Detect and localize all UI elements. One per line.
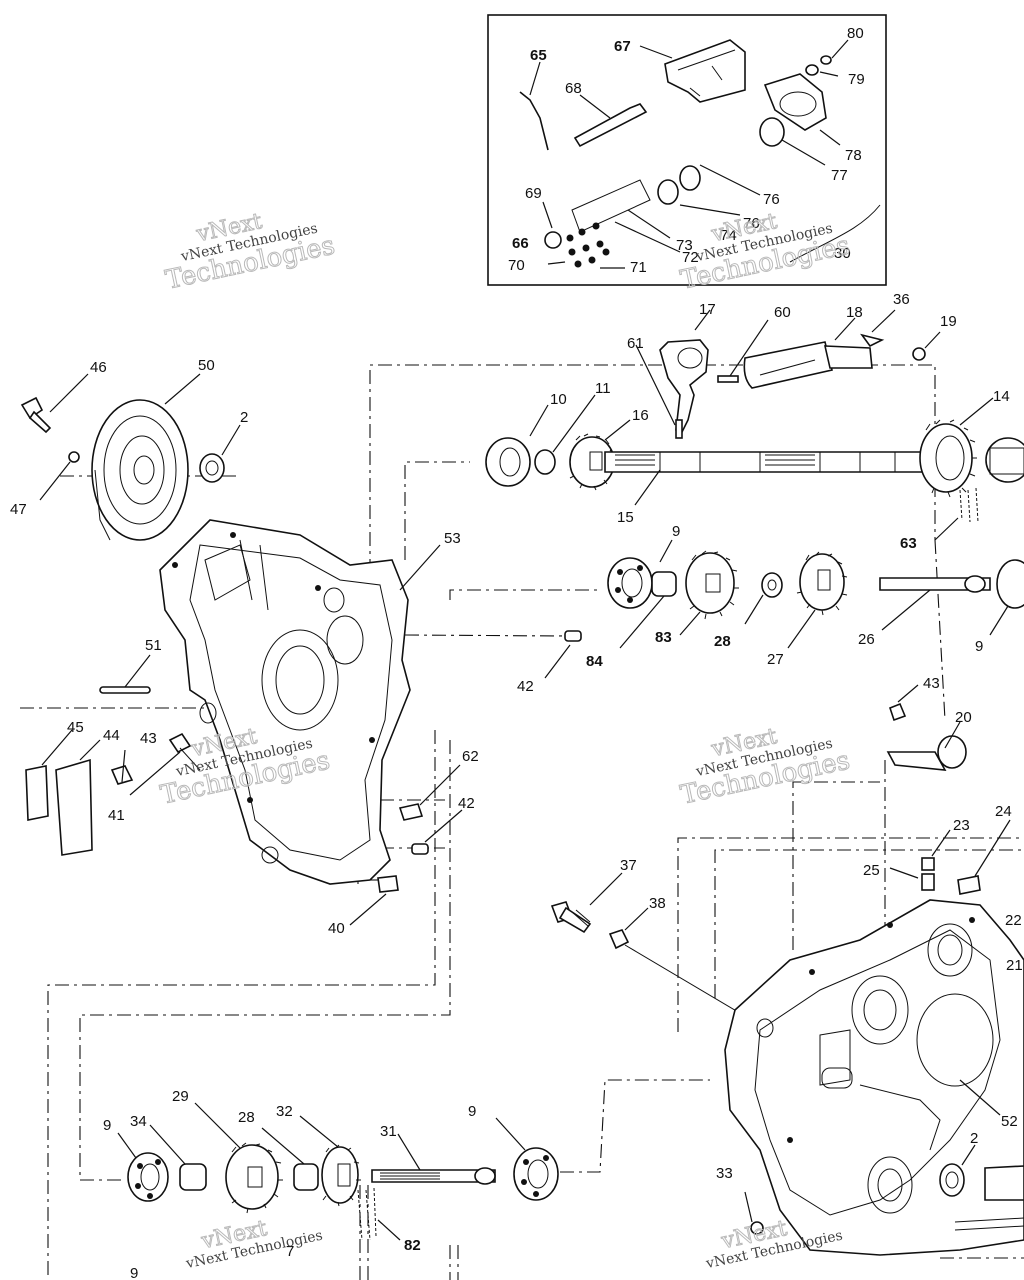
label-62: 62 (462, 748, 479, 765)
label-17: 17 (699, 301, 716, 318)
label-51: 51 (145, 637, 162, 654)
label-63: 63 (900, 535, 917, 552)
label-60: 60 (774, 304, 791, 321)
label-53: 53 (444, 530, 461, 547)
label-20: 20 (955, 709, 972, 726)
label-50: 50 (198, 357, 215, 374)
label-66: 66 (512, 235, 529, 252)
label-28: 28 (714, 633, 731, 650)
label-18: 18 (846, 304, 863, 321)
label-43-left: 43 (140, 730, 157, 747)
part-number-labels: 17 60 18 36 19 61 14 10 11 16 15 63 46 5… (10, 291, 1023, 1280)
inset-labels: 65 67 80 79 68 78 77 76 76 69 74 73 72 6… (508, 25, 865, 276)
label-16: 16 (632, 407, 649, 424)
label-76-lower: 76 (743, 215, 760, 232)
label-71: 71 (630, 259, 647, 276)
label-72: 72 (682, 249, 699, 266)
gear-16 (569, 433, 615, 491)
label-11: 11 (595, 380, 611, 397)
main-shaft-assembly (485, 394, 1024, 541)
gear-14 (919, 419, 977, 498)
left-housing-53 (159, 519, 441, 885)
label-9-lower: 9 (103, 1117, 111, 1134)
label-7: 7 (286, 1243, 294, 1260)
label-9: 9 (672, 523, 680, 540)
label-74: 74 (720, 227, 737, 244)
label-37: 37 (620, 857, 637, 874)
label-2: 2 (240, 409, 248, 426)
label-21: 21 (1006, 957, 1023, 974)
lower-shaft-assembly (117, 1102, 559, 1241)
label-67: 67 (614, 38, 631, 55)
right-housing-52 (724, 899, 1024, 1256)
inset-detail-box (487, 14, 887, 286)
label-25: 25 (863, 862, 880, 879)
label-32: 32 (276, 1103, 293, 1120)
label-77: 77 (831, 167, 848, 184)
label-43: 43 (923, 675, 940, 692)
label-79: 79 (848, 71, 865, 88)
label-30: 30 (834, 245, 851, 262)
label-46: 46 (90, 359, 107, 376)
label-36: 36 (893, 291, 910, 308)
label-14: 14 (993, 388, 1010, 405)
label-9-lower-right: 9 (468, 1103, 476, 1120)
label-28-lower: 28 (238, 1109, 255, 1126)
label-22: 22 (1005, 912, 1022, 929)
label-40: 40 (328, 920, 345, 937)
label-33: 33 (716, 1165, 733, 1182)
label-45: 45 (67, 719, 84, 736)
gear-29 (225, 1142, 283, 1214)
label-44: 44 (103, 727, 120, 744)
label-83: 83 (655, 629, 672, 646)
label-70: 70 (508, 257, 525, 274)
label-42: 42 (517, 678, 534, 695)
label-76: 76 (763, 191, 780, 208)
label-19: 19 (940, 313, 957, 330)
label-84: 84 (586, 653, 603, 670)
label-41: 41 (108, 807, 125, 824)
label-78: 78 (845, 147, 862, 164)
label-10: 10 (550, 391, 567, 408)
label-38: 38 (649, 895, 666, 912)
counter-shaft-assembly (607, 539, 1024, 649)
gear-83 (685, 550, 739, 620)
shift-assembly (635, 309, 941, 439)
label-34: 34 (130, 1113, 147, 1130)
label-61: 61 (627, 335, 644, 352)
label-24: 24 (995, 803, 1012, 820)
pulley-assembly (20, 373, 241, 541)
label-26: 26 (858, 631, 875, 648)
label-73: 73 (676, 237, 693, 254)
label-47: 47 (10, 501, 27, 518)
label-69: 69 (525, 185, 542, 202)
label-42-lower: 42 (458, 795, 475, 812)
label-65: 65 (530, 47, 547, 64)
label-52: 52 (1001, 1113, 1018, 1130)
label-27: 27 (767, 651, 784, 668)
gear-27 (796, 551, 848, 616)
label-23: 23 (953, 817, 970, 834)
gear-32 (321, 1144, 361, 1207)
label-31: 31 (380, 1123, 397, 1140)
label-29: 29 (172, 1088, 189, 1105)
label-2-right: 2 (970, 1130, 978, 1147)
label-15: 15 (617, 509, 634, 526)
label-9-bottom: 9 (130, 1265, 138, 1280)
label-9-right: 9 (975, 638, 983, 655)
left-small-parts (25, 630, 582, 926)
label-68: 68 (565, 80, 582, 97)
label-80: 80 (847, 25, 864, 42)
label-82: 82 (404, 1237, 421, 1254)
